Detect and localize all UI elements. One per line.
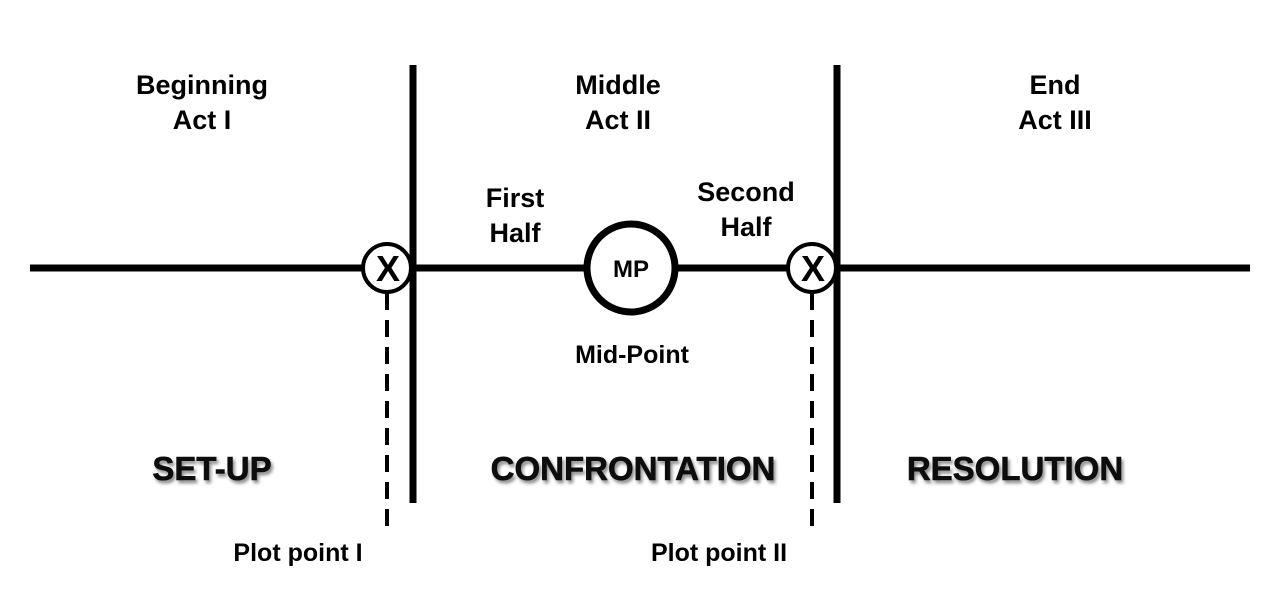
midpoint-caption: Mid-Point [575,341,690,369]
plot-point-2-label: Plot point II [651,539,787,567]
plot-point-1-marker: X [361,242,413,294]
act-3-position: End [1030,70,1081,100]
first-half-label-line-2: Half [489,218,541,248]
plot-point-2-x: X [801,248,825,289]
section-resolution: RESOLUTION [907,450,1123,487]
plot-point-2-marker: X [786,242,838,294]
act-1-title: Act I [173,105,232,135]
act-3-title: Act III [1018,105,1092,135]
second-half-label-line-1: Second [697,177,795,207]
first-half-label-line-1: First [486,183,545,213]
midpoint-marker: MP [583,220,679,316]
plot-point-1-x: X [376,248,400,289]
act-2-title: Act II [585,105,651,135]
plot-point-1-label: Plot point I [233,539,362,567]
act-1-position: Beginning [136,70,268,100]
midpoint-marker-label: MP [613,256,649,283]
section-confrontation: CONFRONTATION [491,450,776,487]
section-setup: SET-UP [152,450,271,487]
second-half-label-line-2: Half [720,212,772,242]
act-2-position: Middle [575,70,661,100]
